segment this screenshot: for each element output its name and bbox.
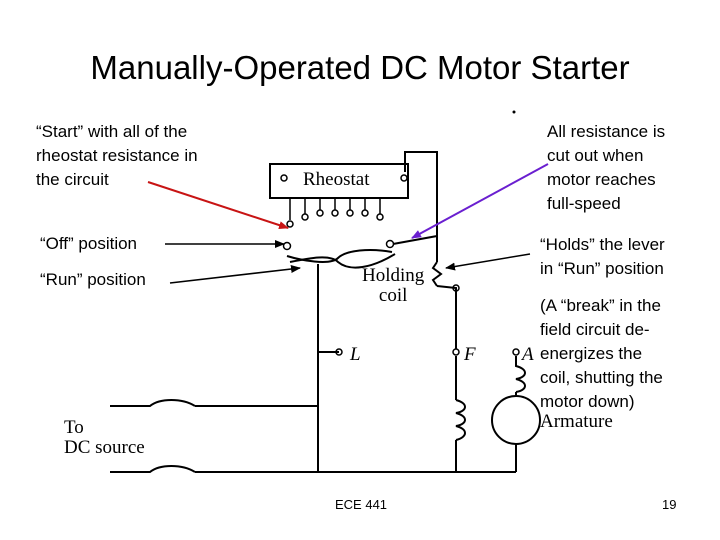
full-speed-note: All resistance is cut out when motor rea… [547,122,666,213]
armature-motor-symbol [491,395,541,445]
rheostat-terminal-left [280,174,288,182]
rheostat-taps [289,198,381,220]
start-arrow [147,181,289,229]
dc-source-positive [110,399,196,407]
holds-note: “Holds” the lever in “Run” position [540,235,665,278]
armature-label: Armature [540,411,613,432]
footer-course: ECE 441 [335,497,388,512]
field-coil [455,399,466,441]
run-contact [385,239,395,249]
run-position-label: “Run” position [40,270,146,289]
off-position-label: “Off” position [40,234,138,253]
off-contact [282,241,292,251]
full-speed-arrow [411,163,549,239]
coil-to-field-wire [436,285,457,352]
rheostat-top-wire [404,151,438,230]
terminal-l-label: L [350,344,361,365]
slide-title: Manually-Operated DC Motor Starter [90,49,630,86]
armature-winding [515,356,526,393]
terminal-a-label: A [522,344,534,365]
terminal-f-contact [452,348,460,356]
lever-spring [289,253,396,269]
stray-dot [512,110,516,114]
holding-coil [431,261,443,287]
rheostat-tap-contacts [286,209,384,228]
terminal-f-label: F [464,344,476,365]
break-note: (A “break” in the field circuit de- ener… [540,296,663,411]
dc-source-label: To DC source [64,417,145,458]
rheostat-box [269,163,409,199]
dc-source-negative [110,465,196,473]
run-position-arrow [169,265,301,284]
holding-coil-label: Holding coil [362,265,425,306]
rheostat-terminal-right [400,174,408,182]
terminal-a-contact [512,348,520,356]
start-note: “Start” with all of the rheostat resista… [36,122,198,189]
footer-page-number: 19 [662,497,677,512]
rheostat-label: Rheostat [303,169,370,190]
holding-coil-arrow [445,253,531,271]
